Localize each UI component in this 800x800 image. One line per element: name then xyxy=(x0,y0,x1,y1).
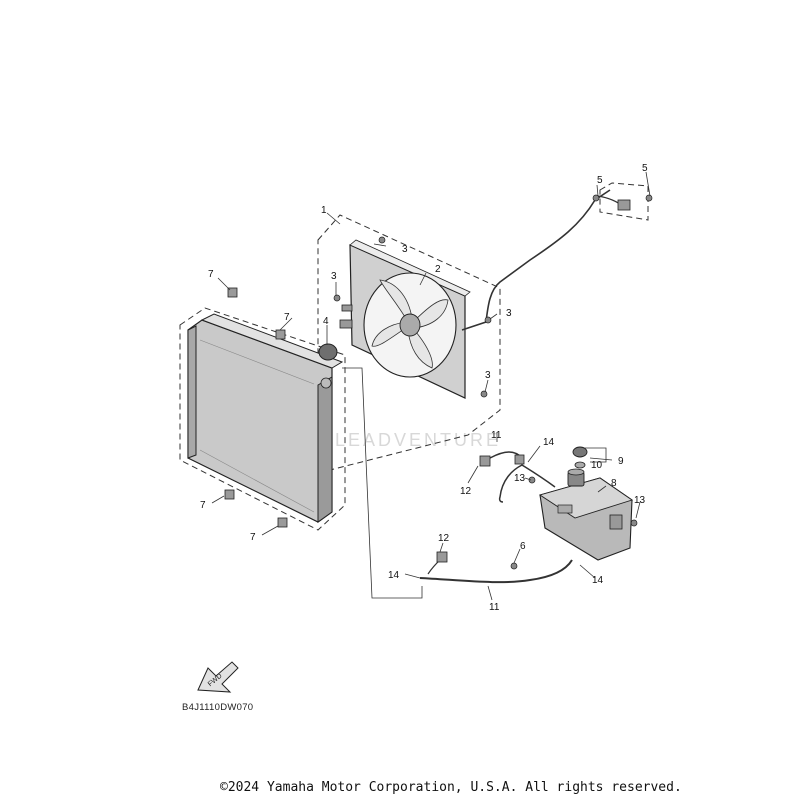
callout-5: 5 xyxy=(642,163,648,174)
fan-shroud xyxy=(339,239,471,399)
callout-12: 12 xyxy=(438,533,450,544)
screws xyxy=(333,194,653,570)
callout-12: 12 xyxy=(460,486,472,497)
rubber-grommet-bottom-left xyxy=(224,489,235,500)
wire-connector xyxy=(617,199,631,211)
screw-icon xyxy=(510,562,518,570)
hose-clamps xyxy=(436,454,525,563)
callout-2: 2 xyxy=(435,264,441,275)
overflow-hose-lower xyxy=(419,559,573,584)
callout-5: 5 xyxy=(597,175,603,186)
rubber-grommet-mid xyxy=(275,329,286,340)
screw-icon xyxy=(480,390,488,398)
reservoir-cap xyxy=(572,446,588,469)
clamp-icon xyxy=(436,551,448,563)
hose-bracket-outline xyxy=(599,182,649,221)
callout-3: 3 xyxy=(506,308,512,319)
callout-11: 11 xyxy=(491,430,502,441)
callout-10: 10 xyxy=(591,460,603,471)
radiator-cap xyxy=(318,343,338,361)
callout-6: 6 xyxy=(520,541,526,552)
coolant-reservoir xyxy=(538,468,634,561)
overflow-hose-upper xyxy=(498,464,556,503)
screw-icon xyxy=(592,194,600,202)
callout-7: 7 xyxy=(200,500,206,511)
fan-assembly-outline xyxy=(317,214,501,471)
callout-11: 11 xyxy=(489,602,500,613)
callout-13: 13 xyxy=(514,473,526,484)
callout-14: 14 xyxy=(592,575,604,586)
radiator-outline xyxy=(179,307,346,531)
callout-14: 14 xyxy=(543,437,555,448)
diagram-reference-code: B4J1110DW070 xyxy=(182,702,254,713)
screw-icon xyxy=(378,236,386,244)
radiator xyxy=(187,287,344,528)
callout-3: 3 xyxy=(331,271,337,282)
screw-icon xyxy=(333,294,341,302)
screw-icon xyxy=(484,316,492,324)
copyright-notice: ©2024 Yamaha Motor Corporation, U.S.A. A… xyxy=(220,780,682,795)
forward-arrow-icon: FWD xyxy=(197,661,239,693)
callout-8: 8 xyxy=(611,478,617,489)
callout-7: 7 xyxy=(208,269,214,280)
callout-4: 4 xyxy=(323,316,329,327)
callout-1: 1 xyxy=(321,205,327,216)
callout-14: 14 xyxy=(388,570,400,581)
rubber-grommet-top xyxy=(227,287,238,298)
clamp-icon xyxy=(479,455,491,467)
callout-7: 7 xyxy=(250,532,256,543)
callout-13: 13 xyxy=(634,495,646,506)
watermark-text: LEADVENTURE xyxy=(335,430,502,450)
callout-7: 7 xyxy=(284,312,290,323)
callout-9: 9 xyxy=(618,456,624,467)
clamp-icon xyxy=(514,454,525,465)
screw-icon xyxy=(630,519,638,527)
callout-numbers: 1 2 3 3 3 3 4 5 5 6 7 7 7 7 8 9 10 11 11… xyxy=(200,163,648,613)
screw-icon xyxy=(645,194,653,202)
callout-3: 3 xyxy=(402,244,408,255)
rubber-grommet-bottom-right xyxy=(277,517,288,528)
screw-icon xyxy=(528,476,536,484)
leader-lines xyxy=(211,171,651,601)
assembly-outlines xyxy=(179,182,649,531)
callout-3: 3 xyxy=(485,370,491,381)
